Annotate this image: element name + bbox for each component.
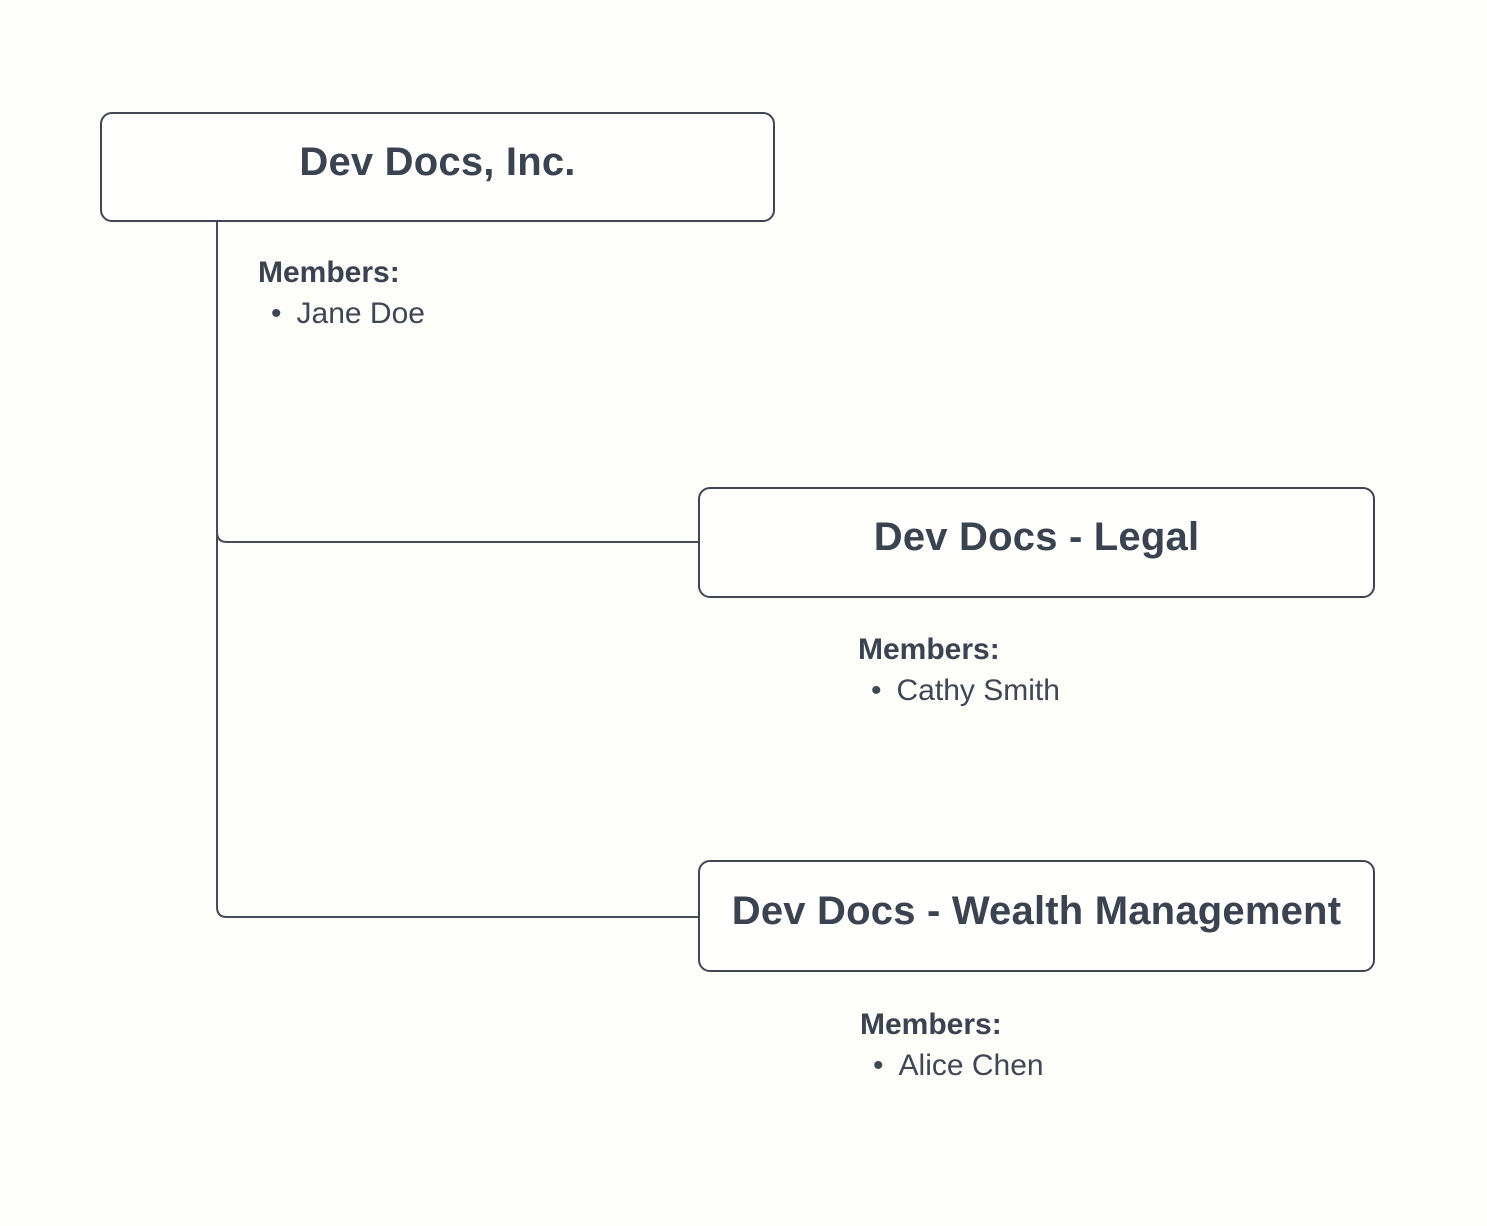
bullet-icon: • [873, 1049, 884, 1083]
member-item: • Jane Doe [258, 293, 425, 334]
members-label: Members: [858, 633, 1000, 666]
member-name: Jane Doe [296, 297, 425, 331]
org-box-legal: Dev Docs - Legal [698, 487, 1375, 598]
org-box-legal-title: Dev Docs - Legal [873, 515, 1200, 559]
member-name: Alice Chen [898, 1049, 1044, 1083]
edge-root-to-legal [216, 531, 699, 543]
members-block-legal: Members: • Cathy Smith [858, 629, 1060, 712]
members-label: Members: [860, 1008, 1002, 1041]
member-item: • Cathy Smith [858, 670, 1060, 711]
members-block-wealth: Members: • Alice Chen [860, 1004, 1044, 1087]
org-box-root-title: Dev Docs, Inc. [299, 139, 576, 184]
bullet-icon: • [871, 674, 882, 708]
org-box-wealth-title: Dev Docs - Wealth Management [731, 888, 1342, 933]
members-label: Members: [258, 256, 400, 289]
member-item: • Alice Chen [860, 1045, 1044, 1086]
org-box-wealth: Dev Docs - Wealth Management [698, 860, 1375, 972]
bullet-icon: • [271, 297, 282, 331]
members-block-root: Members: • Jane Doe [258, 252, 425, 335]
org-box-root: Dev Docs, Inc. [100, 112, 775, 222]
member-name: Cathy Smith [896, 674, 1060, 708]
